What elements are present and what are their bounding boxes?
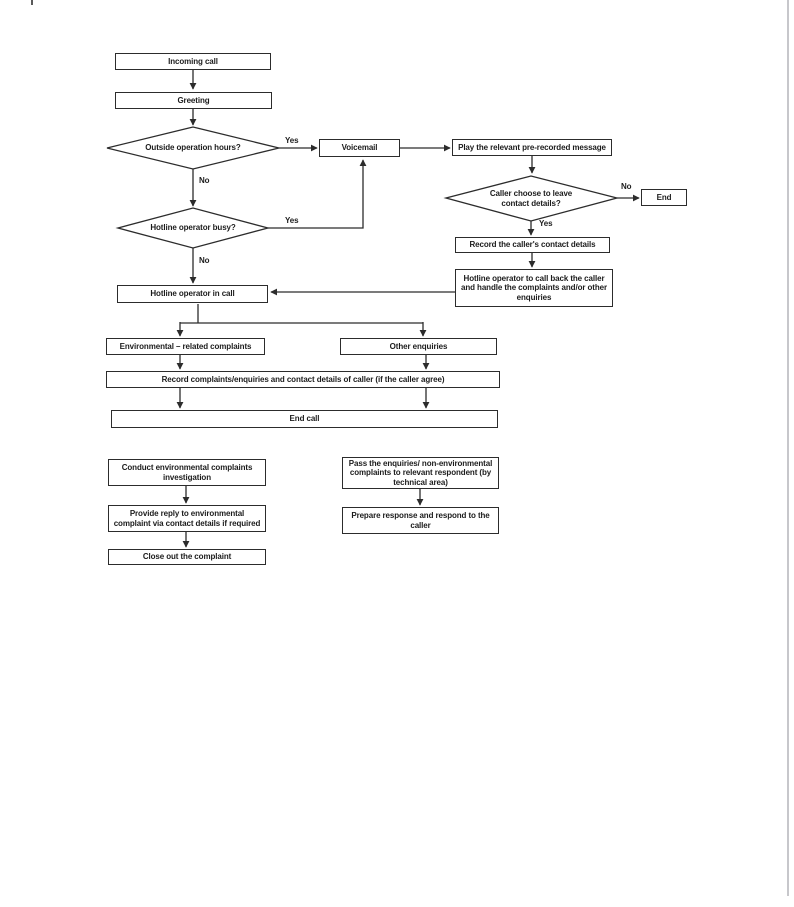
node-voicemail: Voicemail	[319, 139, 400, 157]
decision-outside-hours-label: Outside operation hours?	[145, 143, 241, 153]
node-hotline-in-call: Hotline operator in call	[117, 285, 268, 303]
edge-operator-busy-yes	[268, 159, 367, 229]
decision-caller-leave-shape	[443, 175, 620, 222]
node-incoming-call: Incoming call	[115, 53, 271, 70]
decision-operator-busy-shape	[115, 207, 271, 249]
label-outside-hours-no: No	[199, 176, 210, 185]
node-record-complaints: Record complaints/enquiries and contact …	[106, 371, 500, 388]
node-callback: Hotline operator to call back the caller…	[455, 269, 613, 307]
node-end-call: End call	[111, 410, 498, 428]
node-provide-reply: Provide reply to environmental complaint…	[108, 505, 266, 532]
node-play-message: Play the relevant pre-recorded message	[452, 139, 612, 156]
label-operator-busy-yes: Yes	[285, 216, 299, 225]
node-env-complaints: Environmental – related complaints	[106, 338, 265, 355]
node-pass-enquiries: Pass the enquiries/ non-environmental co…	[342, 457, 499, 489]
label-outside-hours-yes: Yes	[285, 136, 299, 145]
node-conduct-investigation: Conduct environmental complaints investi…	[108, 459, 266, 486]
node-end: End	[641, 189, 687, 206]
node-close-out: Close out the complaint	[108, 549, 266, 565]
label-caller-leave-no: No	[621, 182, 632, 191]
node-other-enquiries: Other enquiries	[340, 338, 497, 355]
scan-edge-line	[787, 0, 789, 896]
label-caller-leave-yes: Yes	[539, 219, 553, 228]
label-operator-busy-no: No	[199, 256, 210, 265]
node-greeting: Greeting	[115, 92, 272, 109]
node-prepare-response: Prepare response and respond to the call…	[342, 507, 499, 534]
decision-outside-hours-shape	[106, 126, 280, 170]
decision-caller-leave-label: Caller choose to leave contact details?	[489, 189, 573, 208]
scan-artifact	[31, 0, 33, 5]
decision-operator-busy-label: Hotline operator busy?	[150, 223, 236, 233]
node-record-contact: Record the caller's contact details	[455, 237, 610, 253]
